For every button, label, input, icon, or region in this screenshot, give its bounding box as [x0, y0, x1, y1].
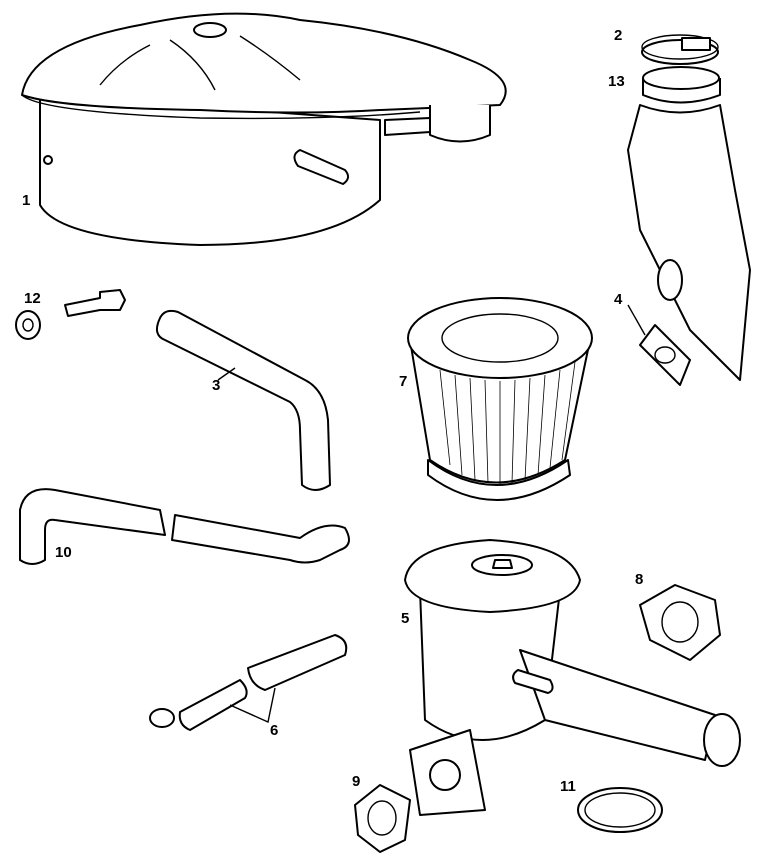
part-9-gasket — [354, 784, 411, 853]
part-7-filter — [407, 297, 593, 501]
part-3-hose — [155, 309, 331, 491]
label-part-4: 4 — [614, 291, 623, 308]
label-part-10: 10 — [55, 544, 72, 561]
label-part-12: 12 — [24, 290, 41, 307]
part-1-housing — [21, 12, 507, 246]
label-part-13: 13 — [608, 73, 625, 90]
part-13-adaptor — [642, 66, 721, 104]
label-part-1: 1 — [22, 192, 31, 209]
label-part-6: 6 — [270, 722, 279, 739]
label-part-11: 11 — [560, 778, 576, 795]
part-5-body — [404, 539, 741, 816]
label-part-5: 5 — [401, 610, 410, 627]
part-2-clip — [641, 34, 719, 65]
label-part-8: 8 — [635, 571, 644, 588]
label-part-7: 7 — [399, 373, 408, 390]
part-12-grommet-connector — [15, 289, 126, 340]
part-10-hose — [19, 488, 350, 565]
part-4-gasket — [627, 304, 691, 386]
label-part-9: 9 — [352, 773, 361, 790]
part-11-ring — [577, 787, 663, 833]
label-part-2: 2 — [614, 27, 623, 44]
part-8-gasket — [639, 584, 721, 661]
label-part-3: 3 — [212, 377, 221, 394]
intake-trunking — [627, 104, 751, 381]
part-6-hoses — [149, 634, 348, 731]
